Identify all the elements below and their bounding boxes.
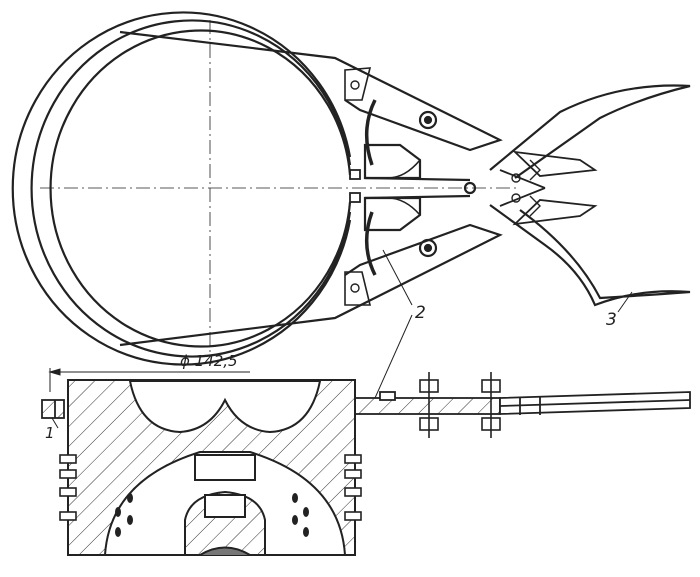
label-diameter: ϕ 142,5 [180, 352, 238, 370]
lower-jaw-plate [119, 223, 503, 347]
plier-tips [499, 150, 598, 226]
top-view [11, 11, 691, 366]
label-part-3: 3 [606, 310, 617, 330]
leader-2-side [374, 314, 413, 399]
ring-grooves-left [59, 454, 77, 521]
diameter-dimension [48, 368, 250, 392]
piston-section [41, 314, 691, 556]
ring-grooves-right [344, 454, 362, 521]
upper-jaw-plate [119, 30, 503, 152]
upper-spring [364, 99, 377, 166]
plier-stem-side [354, 391, 691, 415]
label-part-2: 2 [415, 303, 426, 323]
jaw-block [363, 143, 477, 232]
piston-bowl [128, 380, 322, 434]
lower-spring [364, 211, 377, 276]
band-end-part-1 [41, 399, 65, 419]
bolt-right [481, 372, 501, 438]
label-part-1: 1 [45, 424, 55, 442]
leader-1 [51, 417, 59, 429]
oil-holes [115, 493, 309, 537]
lower-pin [418, 238, 438, 258]
clamping-band [11, 11, 352, 366]
bolt-left [419, 372, 439, 438]
leader-2-top [382, 249, 413, 306]
center-lines [40, 20, 520, 352]
piston-boss [184, 490, 266, 556]
plier-handles [489, 84, 691, 307]
leader-3 [617, 291, 633, 313]
band-hooks [349, 169, 361, 203]
upper-pin [418, 110, 438, 130]
